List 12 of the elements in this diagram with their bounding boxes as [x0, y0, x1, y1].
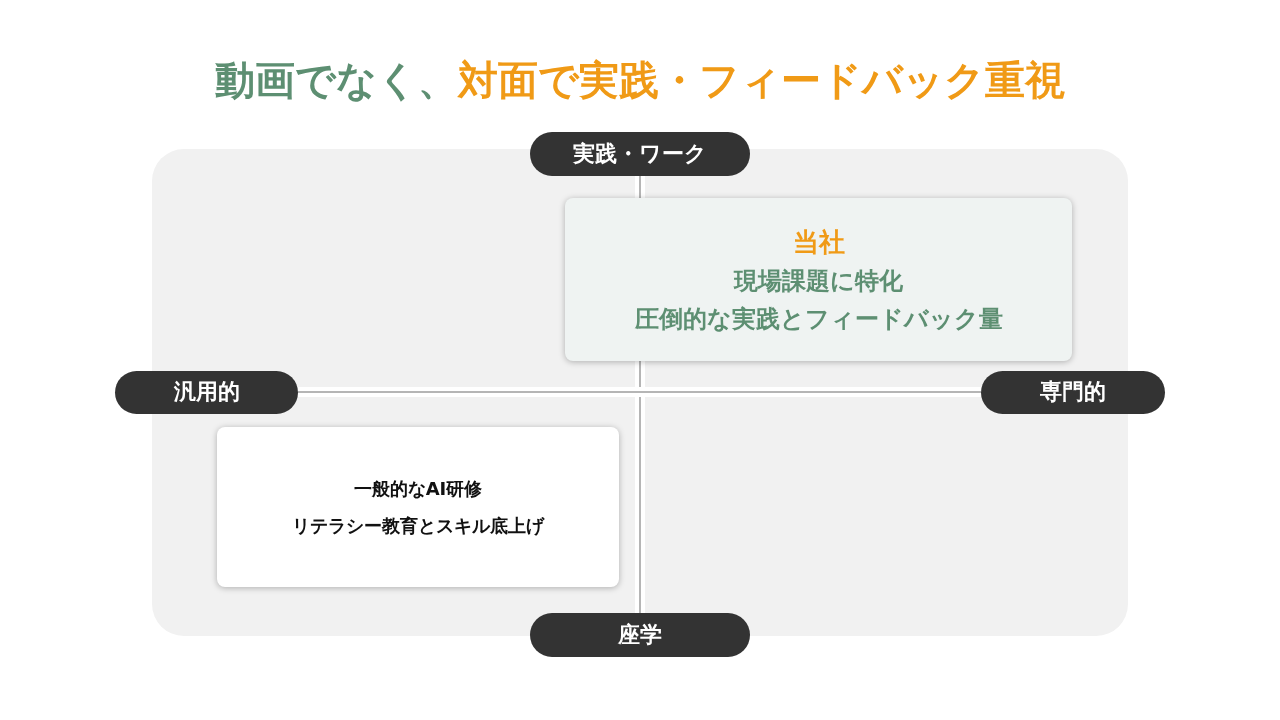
- card-heading: 当社: [792, 225, 845, 259]
- axis-label: 専門的: [981, 371, 1165, 414]
- card-text: 圧倒的な実践とフィードバック量: [634, 303, 1003, 335]
- axis-label: 座学: [530, 613, 750, 657]
- axis-label: 実践・ワーク: [530, 132, 750, 176]
- card-text: リテラシー教育とスキル底上げ: [292, 514, 544, 538]
- highlight-card: [565, 198, 1072, 361]
- comparison-card: [217, 427, 619, 587]
- title: 動画でなく、対面で実践・フィードバック重視: [215, 57, 1065, 103]
- axis-label: 汎用的: [115, 371, 298, 414]
- card-text: 現場課題に特化: [734, 265, 903, 297]
- card-text: 一般的なAI研修: [353, 477, 483, 501]
